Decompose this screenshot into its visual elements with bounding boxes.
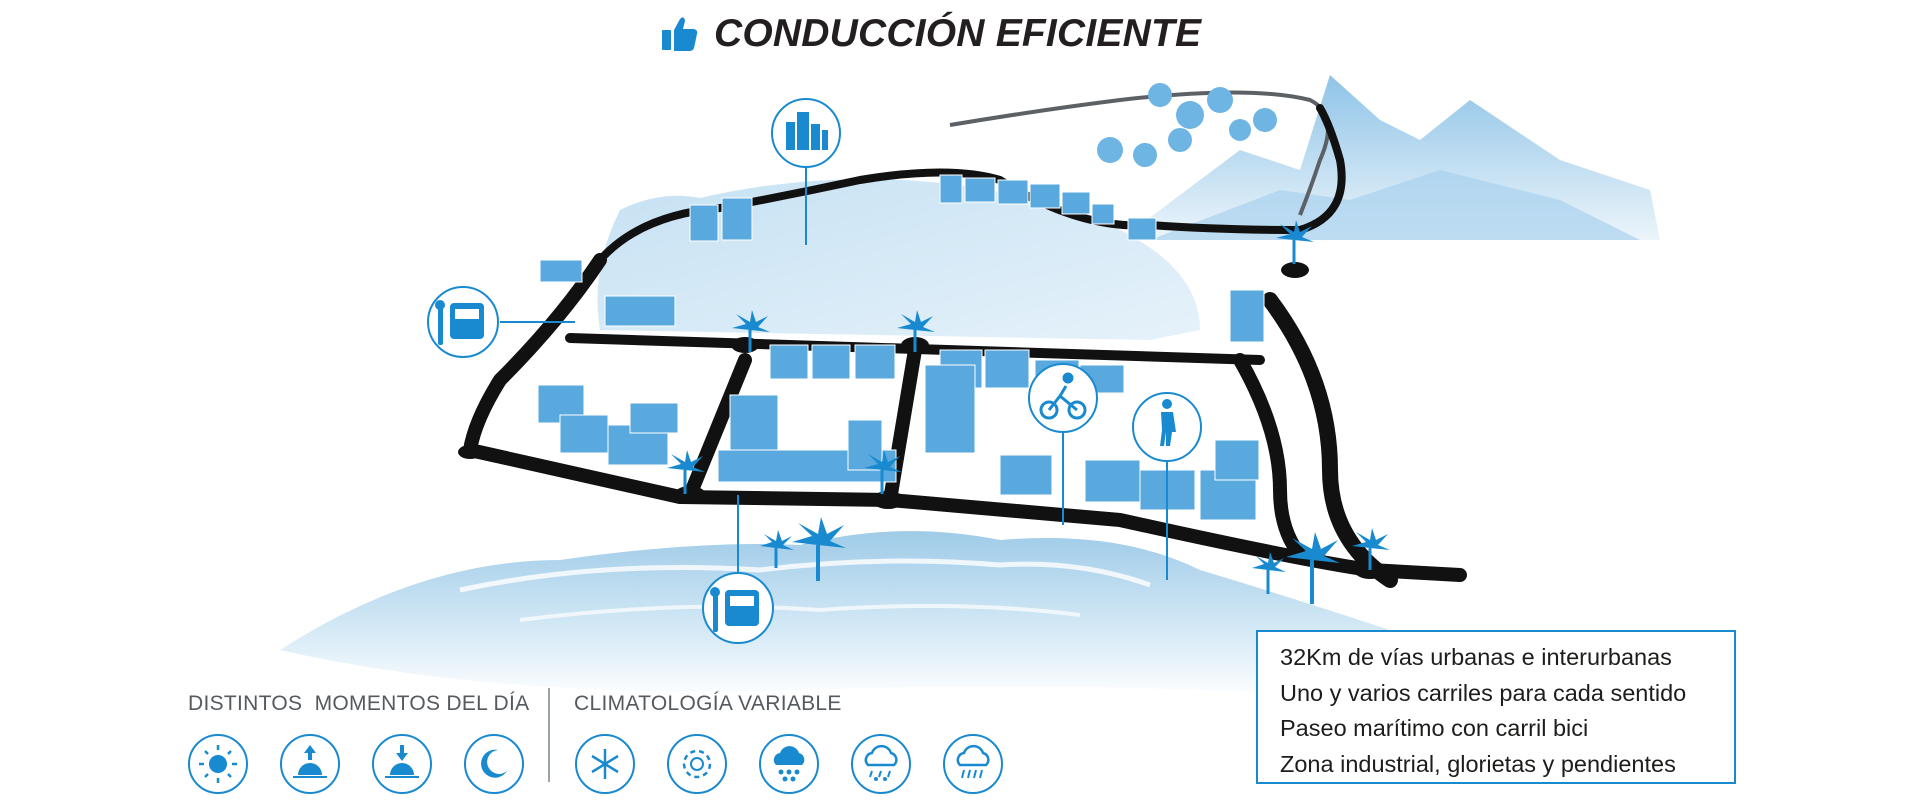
park-north [597,179,1200,340]
times-of-day-heading: DISTINTOS MOMENTOS DEL DÍA [188,692,530,715]
sunset-icon [372,734,432,794]
cyclist-icon [1039,372,1087,420]
feature-line: Paseo marítimo con carril bici [1280,715,1589,741]
sleet-icon [851,734,911,794]
palm-trees [667,220,1390,604]
mountain-trees [1097,83,1277,167]
sea [280,531,1420,700]
bus-stop-icon [710,587,759,632]
weather-heading: CLIMATOLOGÍA VARIABLE [574,692,842,715]
rain-icon [943,734,1003,794]
hail-icon [759,734,819,794]
city-buildings-icon [786,112,828,150]
feature-line: Zona industrial, glorietas y pendientes [1280,750,1676,777]
snowflake-icon [575,734,635,794]
legend-divider [548,688,550,782]
pedestrian-icon [1160,399,1176,446]
mountain-road [949,90,1330,216]
bus-stop-icon [435,300,484,345]
sunrise-icon [280,734,340,794]
sun-icon [188,734,248,794]
roundabouts [458,262,1386,579]
page-title: CONDUCCIÓN EFICIENTE [714,12,1202,55]
moon-icon [464,734,524,794]
feature-line: Uno y varios carriles para cada sentido [1280,679,1687,706]
title-area: CONDUCCIÓN EFICIENTE [660,6,1201,62]
feature-line: 32Km de vías urbanas e interurbanas [1280,644,1672,670]
fog-icon [667,734,727,794]
thumbs-up-icon [662,17,698,51]
features-box: 32Km de vías urbanas e interurbanas Uno … [1256,630,1736,784]
